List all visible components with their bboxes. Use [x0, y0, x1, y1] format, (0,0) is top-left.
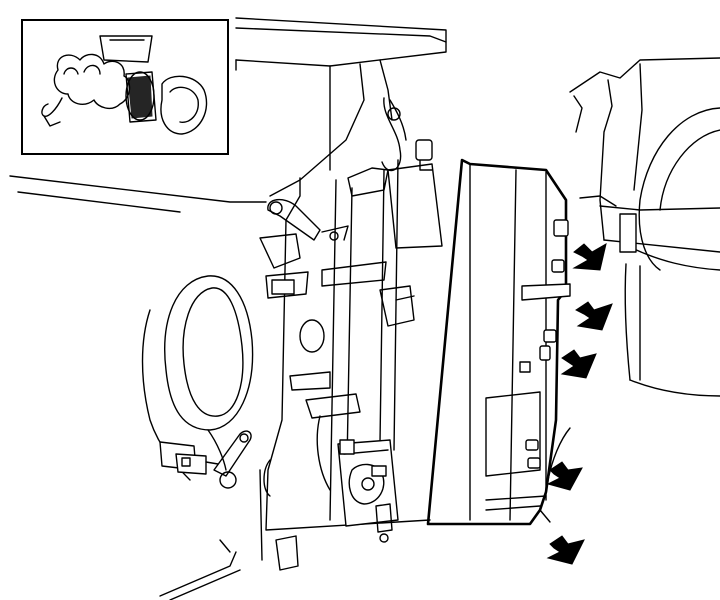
- heater-cover: [426, 158, 571, 526]
- duct-top-panel: [9, 17, 447, 213]
- inset-detail: [21, 19, 229, 155]
- callout-arrow-3: [560, 349, 597, 379]
- callout-arrows: [546, 242, 613, 565]
- floor-duct: [141, 275, 254, 481]
- callout-arrow-2: [575, 301, 613, 331]
- callout-arrow-5: [546, 535, 585, 565]
- callout-arrow-4: [546, 461, 583, 491]
- lever-and-connector: [159, 430, 252, 489]
- callout-arrow-1: [572, 242, 607, 271]
- floor-edge: [159, 539, 241, 600]
- inset-blower-connector: [41, 35, 208, 135]
- blower-housing: [569, 57, 720, 397]
- heater-housing: [259, 97, 443, 571]
- actuator-motor: [337, 439, 399, 543]
